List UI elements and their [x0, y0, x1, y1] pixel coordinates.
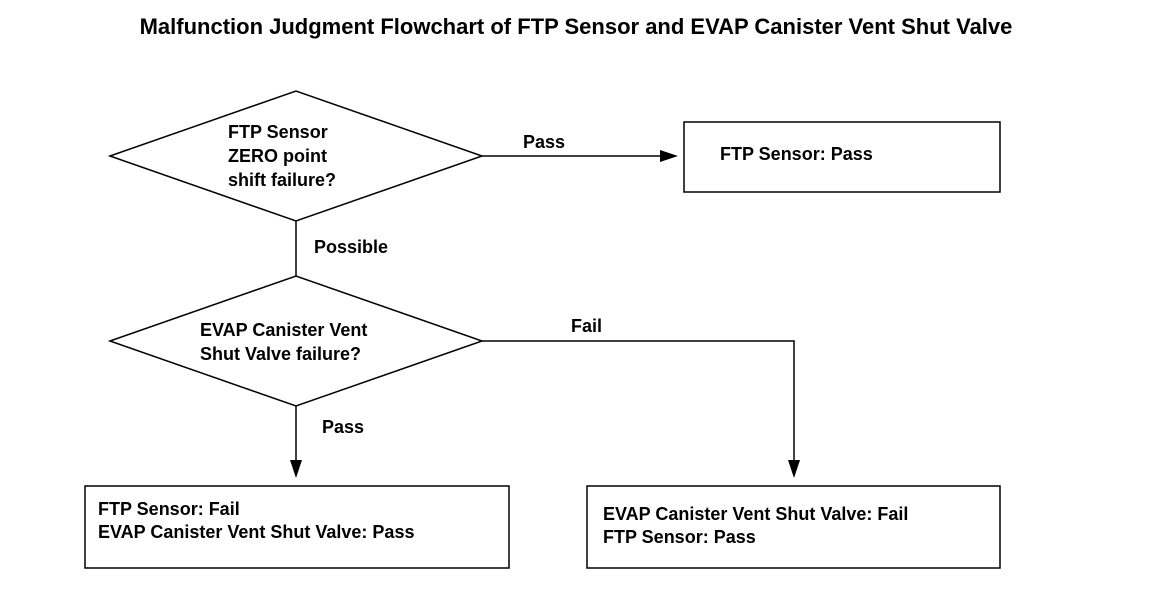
result-ftp-pass: FTP Sensor: Pass [683, 121, 1001, 193]
decision-ftp-zero-shift-line-2: ZERO point [228, 146, 327, 166]
result-ftp-pass-box [683, 121, 1001, 193]
edge-d2-fail: Fail [482, 316, 800, 478]
result-evap-fail: EVAP Canister Vent Shut Valve: Fail FTP … [586, 485, 1001, 569]
edge-d2-pass-label: Pass [322, 417, 364, 437]
decision-evap-vent-failure-line-1: EVAP Canister Vent [200, 320, 367, 340]
decision-ftp-zero-shift-line-3: shift failure? [228, 170, 336, 190]
edge-d1-possible: Possible [295, 221, 388, 276]
result-ftp-fail-box [84, 485, 510, 569]
edge-d1-pass: Pass [482, 132, 678, 162]
arrowhead [290, 460, 302, 478]
result-ftp-fail-line-2: EVAP Canister Vent Shut Valve: Pass [98, 522, 414, 542]
edge-d1-pass-label: Pass [523, 132, 565, 152]
decision-ftp-zero-shift-line-1: FTP Sensor [228, 122, 328, 142]
result-ftp-fail: FTP Sensor: Fail EVAP Canister Vent Shut… [84, 485, 510, 569]
result-evap-fail-line-2: FTP Sensor: Pass [603, 527, 756, 547]
decision-evap-vent-failure-line-2: Shut Valve failure? [200, 344, 361, 364]
edge-d2-fail-label: Fail [571, 316, 602, 336]
edge-d2-fail-line [482, 340, 795, 460]
result-evap-fail-box [586, 485, 1001, 569]
arrowhead [788, 460, 800, 478]
page-title: Malfunction Judgment Flowchart of FTP Se… [140, 14, 1013, 39]
result-ftp-pass-line-1: FTP Sensor: Pass [720, 144, 873, 164]
arrowhead [660, 150, 678, 162]
decision-evap-vent-failure-shape [107, 275, 485, 407]
edge-d1-possible-label: Possible [314, 237, 388, 257]
decision-evap-vent-failure: EVAP Canister Vent Shut Valve failure? [107, 275, 485, 407]
decision-ftp-zero-shift: FTP Sensor ZERO point shift failure? [107, 90, 485, 222]
result-evap-fail-line-1: EVAP Canister Vent Shut Valve: Fail [603, 504, 908, 524]
edge-d2-pass: Pass [290, 406, 364, 478]
result-ftp-fail-line-1: FTP Sensor: Fail [98, 499, 240, 519]
